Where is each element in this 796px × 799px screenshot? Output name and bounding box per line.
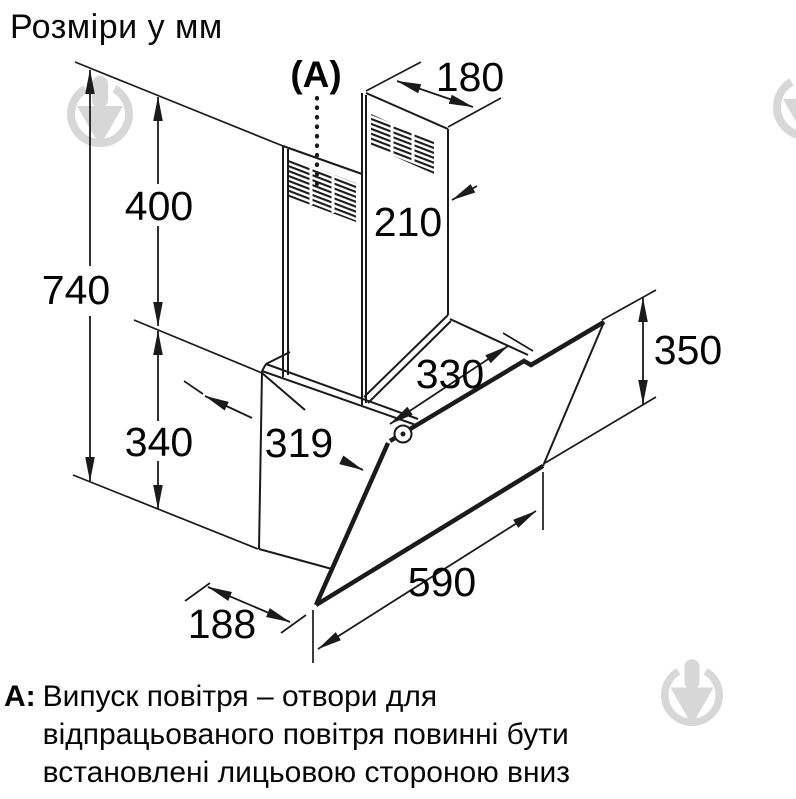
dim-label-319: 319 (265, 420, 333, 466)
dimension-350: 350 (544, 289, 722, 464)
dimension-340: 340 (125, 330, 193, 510)
dim-label-188: 188 (188, 601, 256, 647)
page-title: Розміри у мм (10, 8, 223, 46)
dim-label-210: 210 (374, 199, 442, 245)
dim-label-350: 350 (654, 327, 722, 373)
vent-louvers-upper (371, 114, 434, 174)
note-marker: A: (4, 680, 36, 713)
dim-label-400: 400 (125, 183, 193, 229)
chimney-duct (282, 92, 529, 405)
note-line: встановлені лицьовою стороною вниз (42, 756, 571, 789)
watermark-logo-top-left (71, 76, 129, 146)
dim-label-340: 340 (125, 419, 193, 465)
dimension-210: 210 (374, 184, 478, 245)
vent-louvers-lower (289, 158, 356, 222)
air-outlet-marker: (A) (290, 54, 342, 189)
hood-body (258, 351, 419, 570)
dimension-740: 740 (42, 69, 110, 482)
note-line: Випуск повітря – отвори для (42, 680, 438, 713)
dimension-319: 319 (183, 380, 364, 471)
dimension-400: 400 (125, 96, 193, 327)
dim-label-330: 330 (416, 351, 484, 397)
watermark-logo-bottom-right (665, 659, 720, 725)
dimension-330: 330 (389, 332, 534, 425)
dimension-188: 188 (184, 582, 307, 647)
dimension-180: 180 (365, 54, 504, 128)
dim-label-740: 740 (42, 267, 110, 313)
watermark-logo-right-edge (777, 69, 796, 139)
extension-lines (72, 61, 284, 550)
hinge (393, 424, 413, 444)
note-text: Випуск повітря – отвори для відпрацьован… (43, 678, 570, 792)
dimension-590: 590 (312, 472, 544, 663)
dim-label-180: 180 (436, 54, 504, 100)
note-line: відпрацьованого повітря повинні бути (42, 718, 569, 751)
dim-label-590: 590 (408, 559, 476, 605)
marker-a-label: (A) (290, 54, 341, 95)
air-outlet-note: A: Випуск повітря – отвори для відпрацьо… (4, 678, 570, 792)
